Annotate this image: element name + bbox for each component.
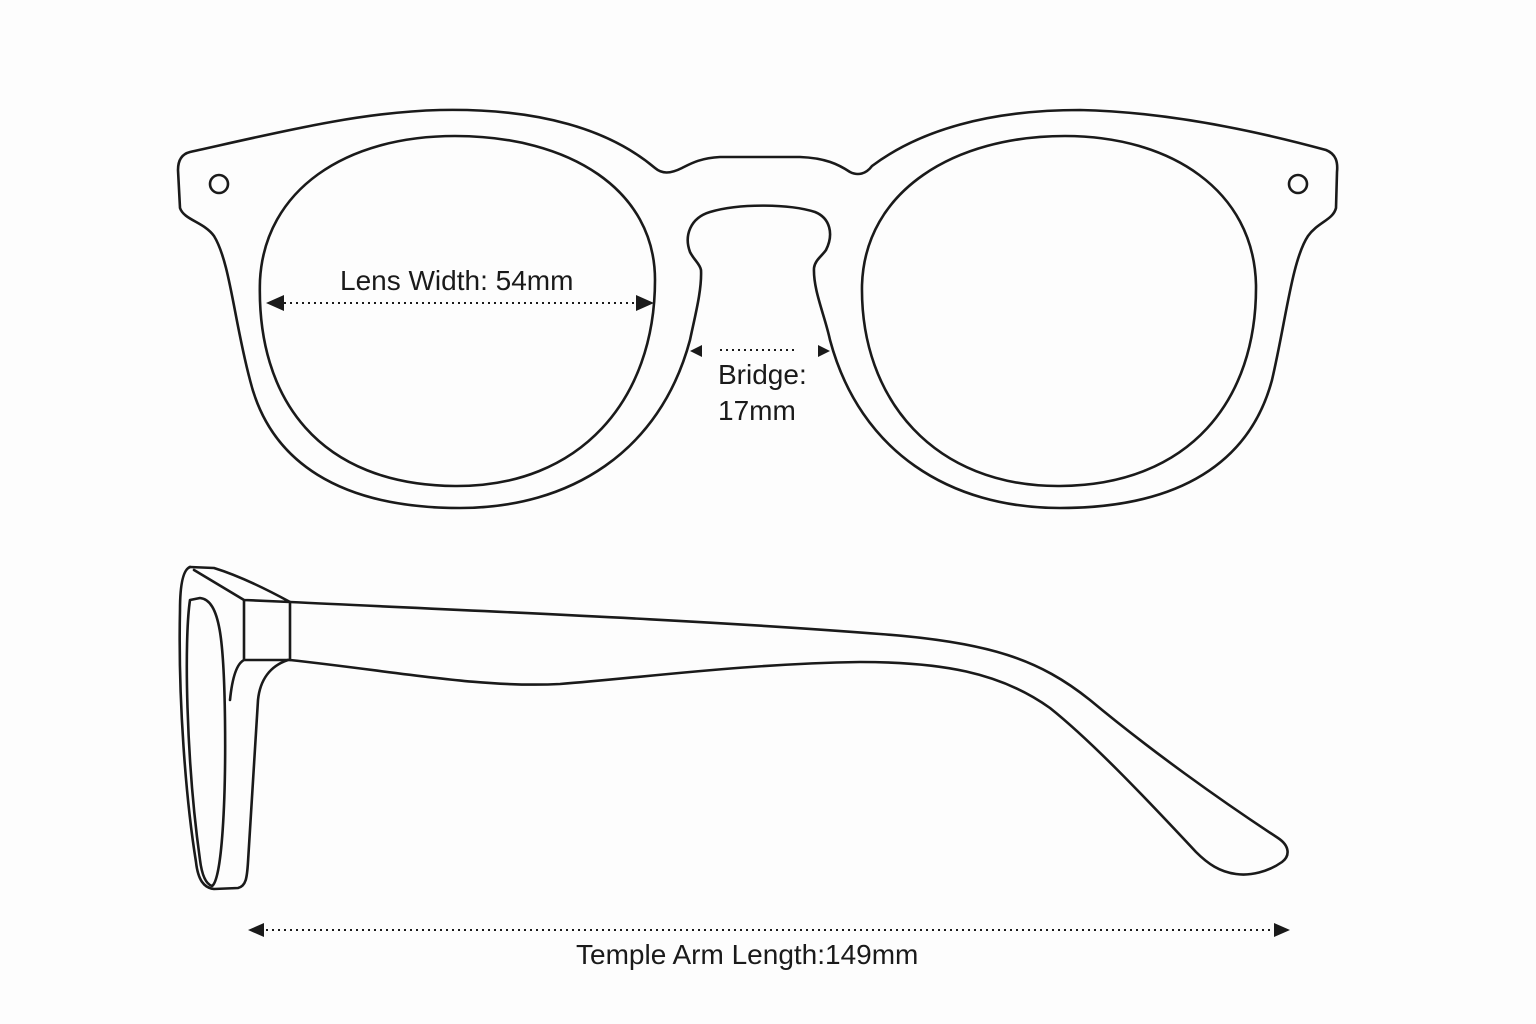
side-rim-inner xyxy=(185,596,227,888)
front-frame-outline xyxy=(176,108,1339,510)
temple-arm xyxy=(288,600,1289,876)
side-rim-outer xyxy=(178,565,290,891)
bridge-dimension xyxy=(690,345,830,357)
lens-width-arrow-left xyxy=(266,295,284,311)
side-hinge-block xyxy=(188,565,292,702)
right-rivet xyxy=(1287,173,1309,195)
front-view xyxy=(176,108,1339,510)
bridge-arrow-left xyxy=(690,345,702,357)
temple-length-dimension xyxy=(248,923,1290,937)
right-lens xyxy=(860,134,1258,488)
temple-length-label: Temple Arm Length:149mm xyxy=(576,939,919,970)
lens-width-label: Lens Width: 54mm xyxy=(340,265,574,296)
bridge-arrow-right xyxy=(818,345,830,357)
side-view xyxy=(178,565,1289,891)
bridge-label-line2: 17mm xyxy=(718,395,796,426)
temple-arrow-right xyxy=(1274,923,1290,937)
temple-arrow-left xyxy=(248,923,264,937)
left-rivet xyxy=(208,173,230,195)
bridge-label-line1: Bridge: xyxy=(718,359,807,390)
lens-width-dimension xyxy=(266,295,654,311)
left-lens xyxy=(258,134,657,488)
lens-width-arrow-right xyxy=(636,295,654,311)
